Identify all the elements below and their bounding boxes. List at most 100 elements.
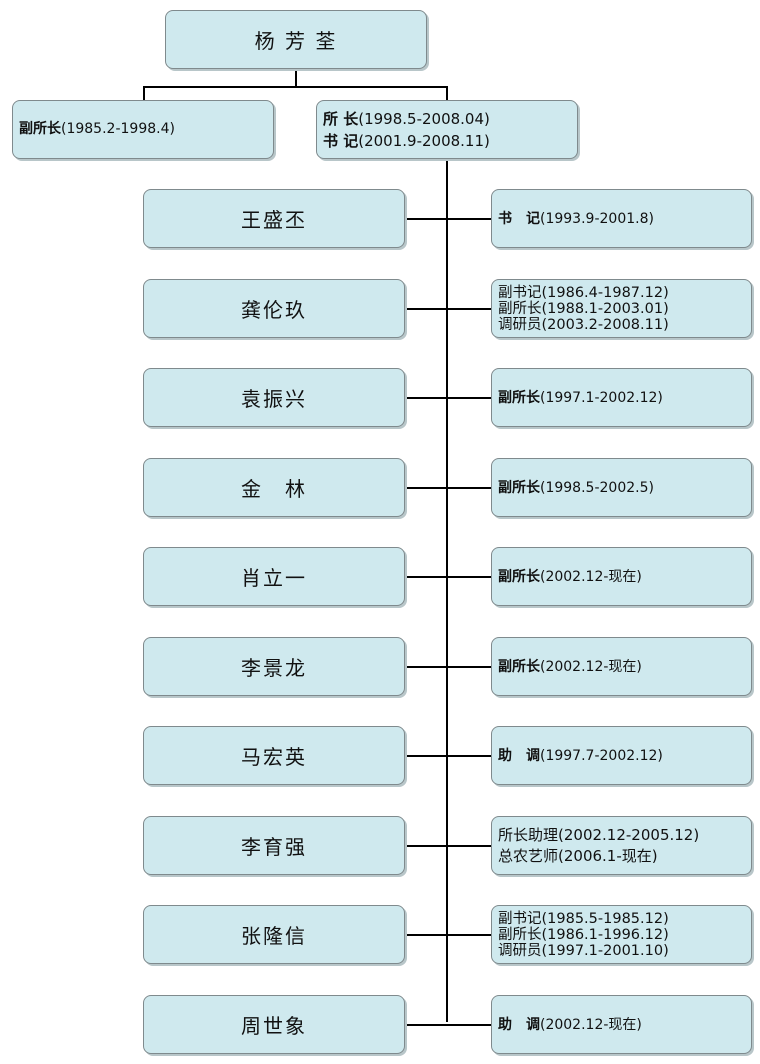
row-connector	[404, 576, 492, 578]
root-stem	[295, 69, 297, 87]
role-line: 副所长(1986.1-1996.12)	[498, 927, 751, 943]
role-box: 书 记(1993.9-2001.8)	[491, 189, 752, 248]
person-box: 肖立一	[143, 547, 405, 606]
role-title: 副所长	[498, 568, 540, 585]
role-period: (2006.1-现在)	[558, 846, 658, 865]
role-line: 书 记(1993.9-2001.8)	[498, 210, 751, 228]
role-line: 副所长(1985.2-1998.4)	[19, 121, 273, 138]
role-period: (1985.5-1985.12)	[541, 910, 669, 927]
row-connector	[404, 218, 492, 220]
person-name: 马宏英	[241, 745, 307, 769]
role-period: (1997.1-2001.10)	[541, 942, 669, 959]
role-title: 副所长	[19, 121, 61, 137]
role-line: 所长助理(2002.12-2005.12)	[498, 825, 751, 846]
role-period: (2002.12-现在)	[540, 568, 642, 585]
role-box: 副所长(2002.12-现在)	[491, 637, 752, 696]
person-box: 袁振兴	[143, 368, 405, 427]
role-box: 副所长(1998.5-2002.5)	[491, 458, 752, 517]
role-line: 所 长(1998.5-2008.04)	[323, 108, 577, 130]
row-connector	[404, 845, 492, 847]
role-line: 副书记(1985.5-1985.12)	[498, 911, 751, 927]
role-box: 助 调(1997.7-2002.12)	[491, 726, 752, 785]
role-period: (2001.9-2008.11)	[358, 131, 490, 150]
role-title: 所 长	[323, 109, 359, 128]
role-period: (1993.9-2001.8)	[540, 210, 654, 227]
role-line: 副所长(1997.1-2002.12)	[498, 389, 751, 407]
person-name: 王盛丕	[241, 208, 307, 232]
role-line: 副所长(2002.12-现在)	[498, 568, 751, 586]
person-box: 李育强	[143, 816, 405, 875]
role-box: 副书记(1985.5-1985.12)副所长(1986.1-1996.12)调研…	[491, 905, 752, 964]
role-title: 副所长	[498, 926, 542, 943]
person-name: 张隆信	[241, 924, 307, 948]
person-name: 李景龙	[241, 656, 307, 680]
role-box: 副所长(2002.12-现在)	[491, 547, 752, 606]
role-title: 副所长	[498, 658, 540, 675]
role-box: 助 调(2002.12-现在)	[491, 995, 752, 1054]
role-line: 助 调(2002.12-现在)	[498, 1016, 751, 1034]
role-title: 副书记	[498, 284, 542, 301]
person-box: 马宏英	[143, 726, 405, 785]
person-name: 肖立一	[241, 566, 307, 590]
role-title: 副书记	[498, 910, 542, 927]
row-connector	[404, 308, 492, 310]
root-person-box: 杨 芳 荃	[165, 10, 427, 69]
role-period: (1997.1-2002.12)	[540, 389, 663, 406]
role-period: (1997.7-2002.12)	[540, 747, 663, 764]
role-title: 总农艺师	[498, 846, 559, 865]
top-right-drop	[446, 86, 448, 100]
role-title: 副所长	[498, 479, 540, 496]
top-left-drop	[143, 86, 145, 100]
role-line: 调研员(1997.1-2001.10)	[498, 943, 751, 959]
role-line: 书 记(2001.9-2008.11)	[323, 130, 577, 152]
role-period: (1998.5-2002.5)	[540, 479, 654, 496]
role-line: 副所长(1998.5-2002.5)	[498, 479, 751, 497]
row-connector	[404, 666, 492, 668]
row-connector	[404, 397, 492, 399]
root-person-name: 杨 芳 荃	[254, 29, 338, 53]
role-line: 助 调(1997.7-2002.12)	[498, 747, 751, 765]
person-box: 张隆信	[143, 905, 405, 964]
role-box: 所长助理(2002.12-2005.12)总农艺师(2006.1-现在)	[491, 816, 752, 875]
person-box: 龚伦玖	[143, 279, 405, 338]
row-connector	[404, 1024, 492, 1026]
row-connector	[404, 755, 492, 757]
role-period: (2002.12-现在)	[540, 1016, 642, 1033]
role-line: 副所长(2002.12-现在)	[498, 658, 751, 676]
role-box: 副书记(1986.4-1987.12)副所长(1988.1-2003.01)调研…	[491, 279, 752, 338]
row-connector	[404, 487, 492, 489]
role-title: 调研员	[498, 942, 542, 959]
role-line: 总农艺师(2006.1-现在)	[498, 846, 751, 867]
role-period: (1998.5-2008.04)	[358, 109, 490, 128]
role-title: 书 记	[498, 210, 540, 227]
role-title: 副所长	[498, 300, 542, 317]
role-period: (1986.4-1987.12)	[541, 284, 669, 301]
role-title: 助 调	[498, 747, 540, 764]
person-box: 金 林	[143, 458, 405, 517]
role-period: (1988.1-2003.01)	[541, 300, 669, 317]
main-spine	[446, 158, 448, 1022]
person-name: 金 林	[241, 477, 307, 501]
role-period: (2002.12-2005.12)	[558, 825, 700, 844]
role-box: 副所长(1997.1-2002.12)	[491, 368, 752, 427]
role-line: 副所长(1988.1-2003.01)	[498, 301, 751, 317]
person-box: 周世象	[143, 995, 405, 1054]
person-name: 李育强	[241, 835, 307, 859]
person-name: 袁振兴	[241, 387, 307, 411]
role-line: 调研员(2003.2-2008.11)	[498, 317, 751, 333]
person-name: 龚伦玖	[241, 298, 307, 322]
top-left-role-box: 副所长(1985.2-1998.4)	[12, 100, 274, 159]
role-period: (2003.2-2008.11)	[541, 316, 669, 333]
role-title: 书 记	[323, 131, 359, 150]
role-period: (1986.1-1996.12)	[541, 926, 669, 943]
person-box: 王盛丕	[143, 189, 405, 248]
role-title: 调研员	[498, 316, 542, 333]
role-title: 所长助理	[498, 825, 559, 844]
role-title: 助 调	[498, 1016, 540, 1033]
role-period: (1985.2-1998.4)	[61, 121, 175, 137]
person-name: 周世象	[241, 1014, 307, 1038]
row-connector	[404, 934, 492, 936]
role-line: 副书记(1986.4-1987.12)	[498, 285, 751, 301]
person-box: 李景龙	[143, 637, 405, 696]
role-period: (2002.12-现在)	[540, 658, 642, 675]
